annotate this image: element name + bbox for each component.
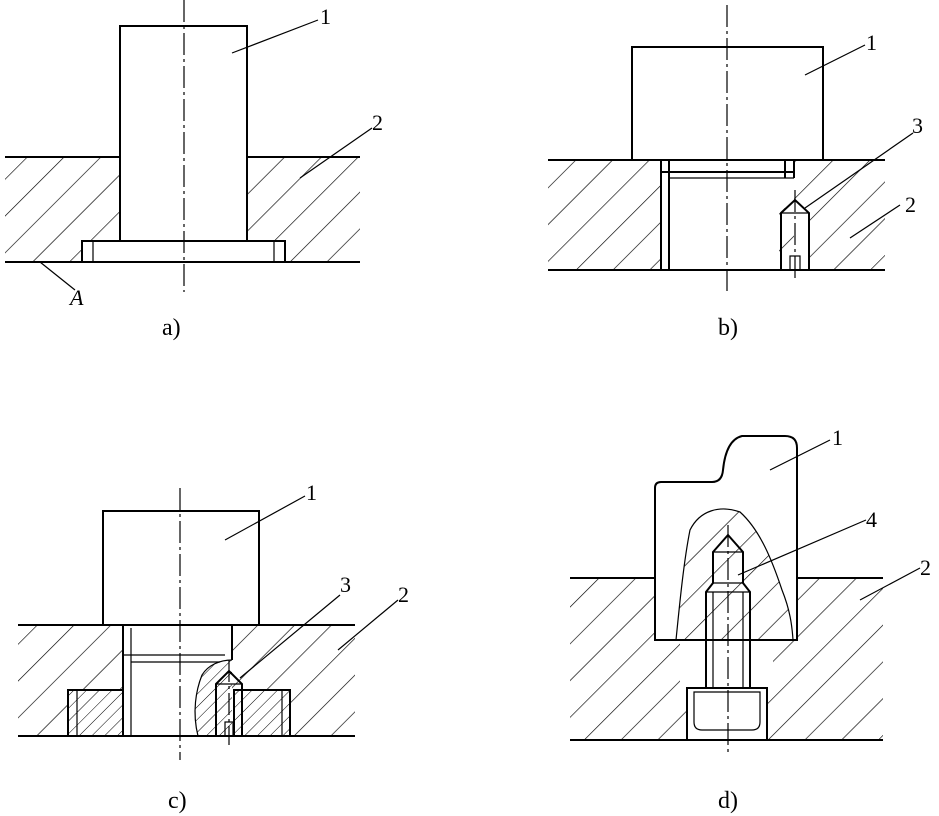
surface-mark-A: A [68,285,84,310]
base-block-hatch [18,625,123,736]
base-block-hatch [247,157,360,262]
screw-4 [705,533,751,689]
part-1-body [654,435,798,641]
base-block-hatch [548,160,661,270]
caption-a: a) [162,315,181,341]
callout-2: 2 [398,582,409,607]
breakout-hatch [195,660,232,736]
callout-1: 1 [832,425,843,450]
callout-1: 1 [320,4,331,29]
breakout-hatch [676,509,793,640]
caption-d: d) [718,788,738,814]
callout-2: 2 [372,110,383,135]
callout-2: 2 [905,192,916,217]
callout-3: 3 [340,572,351,597]
base-block-hatch [779,160,885,270]
part-1-head [102,510,260,626]
callout-2: 2 [920,555,931,580]
callout-1: 1 [866,30,877,55]
figure-c: 1 3 2 c) [18,480,409,814]
caption-b: b) [718,315,738,341]
figure-b: 1 3 2 b) [548,5,923,341]
base-block-hatch [767,578,883,740]
callout-3: 3 [912,113,923,138]
pin-3 [780,198,810,271]
figure-d: 1 4 2 d) [570,425,931,814]
figure-a: 1 2 A a) [5,0,383,341]
ring-hatch [68,690,123,736]
callout-1: 1 [306,480,317,505]
pin-3 [215,669,243,737]
callout-4: 4 [866,507,877,532]
base-block-hatch [570,578,687,740]
base-block-hatch [5,157,120,262]
base-block-hatch [232,625,355,736]
caption-c: c) [168,788,187,814]
